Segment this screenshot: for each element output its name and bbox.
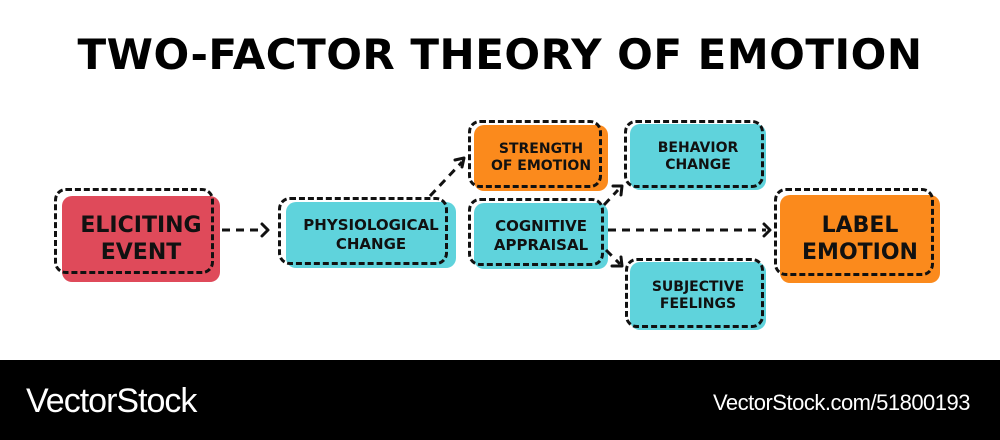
node-label-line2: FEELINGS — [659, 296, 737, 312]
node-label-line2: CHANGE — [665, 157, 731, 173]
node-label-line1: ELICITING — [80, 212, 202, 238]
node-label-line1: COGNITIVE — [495, 217, 587, 236]
node-label-line1: BEHAVIOR — [657, 139, 739, 156]
node-label-line2: CHANGE — [335, 235, 407, 253]
arrowhead-icon — [611, 184, 624, 197]
arrowhead-icon — [610, 255, 624, 268]
node-label-line2: EVENT — [100, 240, 182, 265]
node-label-line1: STRENGTH — [498, 140, 584, 157]
diagram-title: TWO-FACTOR THEORY OF EMOTION — [77, 30, 923, 79]
arrowhead-icon — [260, 222, 270, 238]
arrowhead-icon — [762, 222, 772, 238]
arrow-cognitive-to-behavior — [602, 188, 620, 207]
node-label-line1: LABEL — [821, 212, 899, 238]
arrow-cognitive-to-subjective — [604, 248, 622, 266]
arrow-physiological-to-strength — [428, 160, 464, 198]
brand-logo: VectorStock — [26, 382, 197, 420]
node-label-line2: APPRAISAL — [493, 236, 589, 254]
connector-arrows — [222, 156, 772, 268]
node-label-line1: PHYSIOLOGICAL — [303, 216, 439, 235]
footer-bar: VectorStock VectorStock.com/51800193 — [0, 360, 1000, 440]
node-label-line1: SUBJECTIVE — [651, 278, 745, 295]
image-reference: VectorStock.com/51800193 — [712, 390, 971, 415]
node-label-line2: OF EMOTION — [490, 158, 592, 174]
arrowhead-icon — [453, 156, 466, 169]
node-label-line2: EMOTION — [802, 240, 918, 265]
